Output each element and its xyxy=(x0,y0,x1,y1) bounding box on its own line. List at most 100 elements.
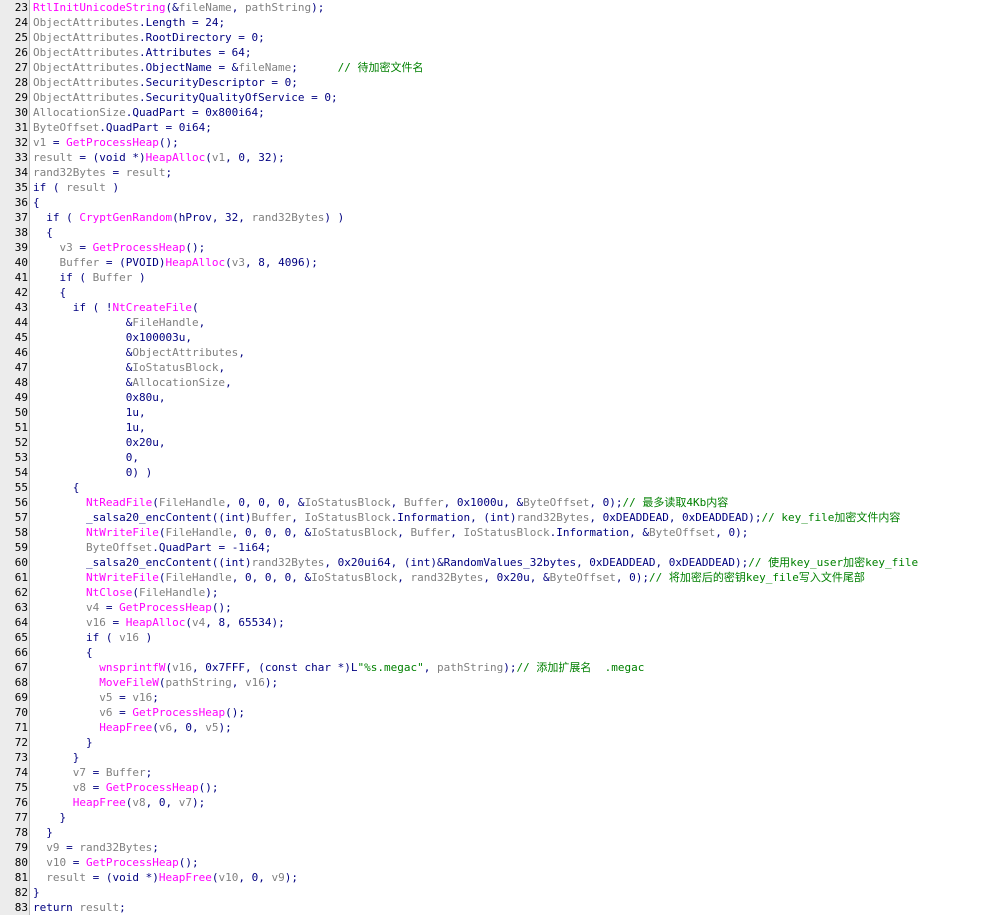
code-line[interactable]: 65 if ( v16 ) xyxy=(0,630,152,645)
function-token[interactable]: HeapAlloc xyxy=(165,256,226,269)
variable-token[interactable]: v9 xyxy=(271,871,285,884)
variable-token[interactable]: ByteOffset xyxy=(85,541,153,554)
variable-token[interactable]: result xyxy=(33,151,73,164)
function-token[interactable]: NtWriteFile xyxy=(85,571,159,584)
variable-token[interactable]: v7 xyxy=(72,766,86,779)
variable-token[interactable]: AllocationSize xyxy=(132,376,226,389)
variable-token[interactable]: rand32Bytes xyxy=(251,211,325,224)
code-line[interactable]: 64 v16 = HeapAlloc(v4, 8, 65534); xyxy=(0,615,285,630)
code-line[interactable]: 42 { xyxy=(0,285,66,300)
variable-token[interactable]: IoStatusBlock xyxy=(132,361,219,374)
variable-token[interactable]: v16 xyxy=(132,691,153,704)
code-line[interactable]: 76 HeapFree(v8, 0, v7); xyxy=(0,795,205,810)
variable-token[interactable]: rand32Bytes xyxy=(410,571,484,584)
function-token[interactable]: NtClose xyxy=(85,586,133,599)
variable-token[interactable]: v16 xyxy=(172,661,192,674)
variable-token[interactable]: FileHandle xyxy=(138,586,206,599)
variable-token[interactable]: rand32Bytes xyxy=(251,556,325,569)
variable-token[interactable]: rand32Bytes xyxy=(516,511,590,524)
variable-token[interactable]: IoStatusBlock xyxy=(311,571,398,584)
variable-token[interactable]: fileName xyxy=(238,61,292,74)
variable-token[interactable]: pathString xyxy=(437,661,504,674)
function-token[interactable]: NtReadFile xyxy=(85,496,153,509)
variable-token[interactable]: v4 xyxy=(191,616,206,629)
code-line[interactable]: 44 &FileHandle, xyxy=(0,315,205,330)
code-line[interactable]: 60 _salsa20_encContent((int)rand32Bytes,… xyxy=(0,555,918,570)
variable-token[interactable]: v6 xyxy=(158,721,173,734)
variable-token[interactable]: Buffer xyxy=(403,496,444,509)
code-line[interactable]: 47 &IoStatusBlock, xyxy=(0,360,225,375)
code-line[interactable]: 49 0x80u, xyxy=(0,390,165,405)
code-line[interactable]: 51 1u, xyxy=(0,420,146,435)
code-line[interactable]: 39 v3 = GetProcessHeap(); xyxy=(0,240,205,255)
variable-token[interactable]: v4 xyxy=(85,601,100,614)
code-line[interactable]: 41 if ( Buffer ) xyxy=(0,270,146,285)
function-token[interactable]: HeapAlloc xyxy=(125,616,186,629)
code-line[interactable]: 52 0x20u, xyxy=(0,435,165,450)
variable-token[interactable]: result xyxy=(46,871,86,884)
variable-token[interactable]: v10 xyxy=(46,856,67,869)
variable-token[interactable]: v8 xyxy=(132,796,146,809)
code-line[interactable]: 46 &ObjectAttributes, xyxy=(0,345,245,360)
code-line[interactable]: 59 ByteOffset.QuadPart = -1i64; xyxy=(0,540,271,555)
variable-token[interactable]: Buffer xyxy=(92,271,133,284)
function-token[interactable]: HeapFree xyxy=(158,871,212,884)
variable-token[interactable]: pathString xyxy=(165,676,232,689)
code-line[interactable]: 78 } xyxy=(0,825,53,840)
variable-token[interactable]: v5 xyxy=(99,691,113,704)
variable-token[interactable]: IoStatusBlock xyxy=(304,511,391,524)
code-line[interactable]: 79 v9 = rand32Bytes; xyxy=(0,840,159,855)
code-line[interactable]: 38 { xyxy=(0,225,53,240)
variable-token[interactable]: FileHandle xyxy=(132,316,199,329)
variable-token[interactable]: v8 xyxy=(72,781,86,794)
variable-token[interactable]: FileHandle xyxy=(165,571,232,584)
code-line[interactable]: 53 0, xyxy=(0,450,139,465)
code-line[interactable]: 62 NtClose(FileHandle); xyxy=(0,585,218,600)
variable-token[interactable]: rand32Bytes xyxy=(33,166,106,179)
function-token[interactable]: GetProcessHeap xyxy=(66,136,159,149)
code-line[interactable]: 73 } xyxy=(0,750,79,765)
code-line[interactable]: 63 v4 = GetProcessHeap(); xyxy=(0,600,232,615)
variable-token[interactable]: IoStatusBlock xyxy=(304,496,391,509)
variable-token[interactable]: v1 xyxy=(33,136,47,149)
variable-token[interactable]: ObjectAttributes xyxy=(132,346,239,359)
code-line[interactable]: 75 v8 = GetProcessHeap(); xyxy=(0,780,218,795)
variable-token[interactable]: ObjectAttributes xyxy=(33,16,139,29)
code-line[interactable]: 70 v6 = GetProcessHeap(); xyxy=(0,705,245,720)
variable-token[interactable]: IoStatusBlock xyxy=(463,526,550,539)
function-token[interactable]: GetProcessHeap xyxy=(86,856,179,869)
function-token[interactable]: NtWriteFile xyxy=(85,526,159,539)
variable-token[interactable]: v6 xyxy=(99,706,113,719)
code-line[interactable]: 50 1u, xyxy=(0,405,146,420)
code-line[interactable]: 69 v5 = v16; xyxy=(0,690,159,705)
variable-token[interactable]: v3 xyxy=(59,241,73,254)
code-line[interactable]: 80 v10 = GetProcessHeap(); xyxy=(0,855,199,870)
code-line[interactable]: 37 if ( CryptGenRandom(hProv, 32, rand32… xyxy=(0,210,344,225)
code-line[interactable]: 58 NtWriteFile(FileHandle, 0, 0, 0, &IoS… xyxy=(0,525,748,540)
variable-token[interactable]: FileHandle xyxy=(158,496,226,509)
code-line[interactable]: 45 0x100003u, xyxy=(0,330,192,345)
code-line[interactable]: 72 } xyxy=(0,735,93,750)
code-line[interactable]: 43 if ( !NtCreateFile( xyxy=(0,300,199,315)
code-line[interactable]: 61 NtWriteFile(FileHandle, 0, 0, 0, &IoS… xyxy=(0,570,865,585)
variable-token[interactable]: AllocationSize xyxy=(33,106,126,119)
code-line[interactable]: 67 wnsprintfW(v16, 0x7FFF, (const char *… xyxy=(0,660,644,675)
function-token[interactable]: GetProcessHeap xyxy=(105,781,199,794)
variable-token[interactable]: v1 xyxy=(211,151,226,164)
variable-token[interactable]: IoStatusBlock xyxy=(311,526,398,539)
code-line[interactable]: 55 { xyxy=(0,480,79,495)
function-token[interactable]: HeapFree xyxy=(72,796,126,809)
variable-token[interactable]: v16 xyxy=(119,631,139,644)
variable-token[interactable]: ObjectAttributes xyxy=(33,31,139,44)
variable-token[interactable]: ObjectAttributes xyxy=(33,46,139,59)
